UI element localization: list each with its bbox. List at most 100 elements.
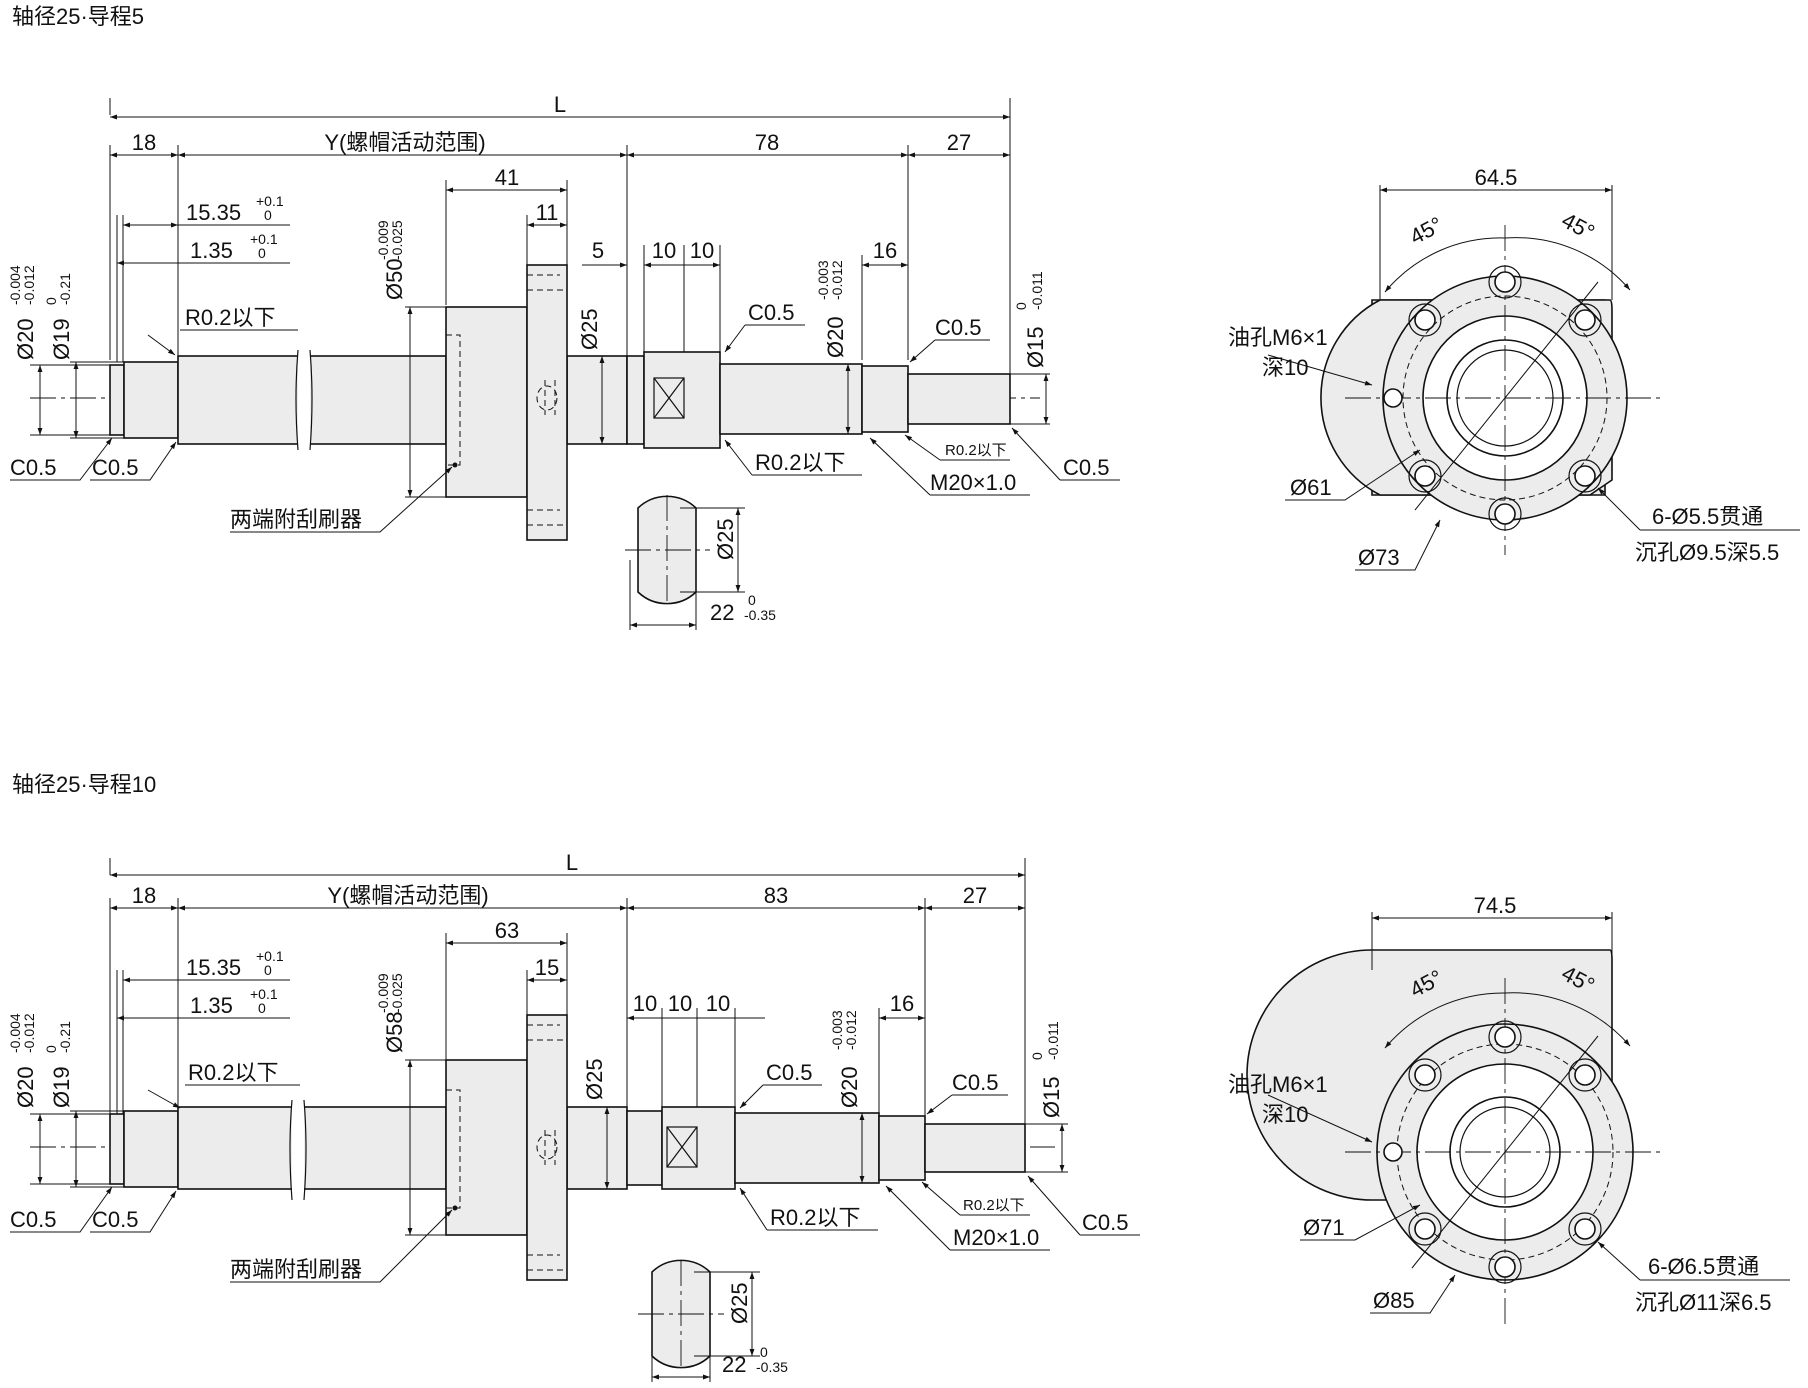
c05-left-2: C0.5 — [92, 1207, 138, 1232]
dim-nut-diameter: Ø50 -0.009 -0.025 — [375, 220, 446, 498]
ball-nut — [445, 1014, 568, 1281]
dim-10b: 10 — [706, 991, 730, 1016]
angle-left: 45° — [1406, 212, 1447, 250]
phi15-tol-up: 0 — [1013, 302, 1029, 310]
dim-78: 78 — [755, 130, 779, 155]
oil-hole: 油孔M6×1 — [1228, 1072, 1328, 1097]
c05-right: C0.5 — [1082, 1210, 1128, 1235]
dim-15-35: 15.35 — [186, 955, 241, 980]
phi-nut: Ø58 — [382, 1011, 407, 1053]
flange-width-dim: 74.5 — [1474, 893, 1517, 918]
section-22: 22 — [722, 1352, 746, 1377]
dim-l-label: L — [554, 92, 566, 117]
wiper-note: 两端附刮刷器 — [230, 1257, 362, 1282]
phi20-left: Ø20 — [13, 318, 38, 360]
cbore-note: 沉孔Ø11深6.5 — [1635, 1290, 1772, 1315]
dim-phi20-right: Ø20 -0.003 -0.012 — [829, 1010, 865, 1183]
section-lead-10: 轴径25·导程10 L 18 Y(螺帽活动范围) 83 27 63 15 15.… — [7, 772, 1790, 1382]
phi19-tol-low: -0.21 — [57, 273, 73, 305]
phi15-tol-low: -0.011 — [1029, 271, 1045, 310]
dim-nut: 63 15 — [445, 918, 568, 1060]
phi19-tol-up: 0 — [43, 297, 59, 305]
ball-screw-shaft — [30, 1099, 1055, 1201]
c05-right: C0.5 — [1063, 455, 1109, 480]
dim-83: 83 — [764, 883, 788, 908]
dim-10b: 10 — [690, 238, 714, 263]
phi-nut-tol-low: -0.025 — [389, 220, 405, 260]
phi-nut-tol-up: -0.009 — [375, 973, 391, 1013]
c05-right-top: C0.5 — [952, 1070, 998, 1095]
phi-nut-tol-up: -0.009 — [375, 220, 391, 260]
dim-18: 18 — [132, 130, 156, 155]
leaders: R0.2以下 C0.5 C0.5 两端附刮刷器 C0.5 C0.5 R0.2以下… — [10, 1060, 1140, 1283]
c05-left-2: C0.5 — [92, 455, 138, 480]
phi20-tol-up: -0.004 — [7, 265, 23, 305]
dim-nut-diameter: Ø58 -0.009 -0.025 — [375, 973, 446, 1236]
dim-diameters-left: Ø20 -0.004 -0.012 Ø19 0 -0.21 — [7, 265, 124, 439]
dim-16: 16 — [873, 238, 897, 263]
oil-depth: 深10 — [1262, 1102, 1308, 1127]
holes-note: 6-Ø5.5贯通 — [1652, 504, 1763, 529]
dim-1-35: 1.35 — [190, 238, 233, 263]
flange-end-view: 74.5 45° 45° 油孔M6×1 深10 Ø71 Ø85 6-Ø6.5贯通… — [1228, 893, 1790, 1325]
dim-phi15: Ø15 0 -0.011 — [1025, 1021, 1068, 1173]
phi19-tol-up: 0 — [43, 1045, 59, 1053]
phi20-right: Ø20 — [837, 1066, 862, 1108]
wiper-note: 两端附刮刷器 — [230, 507, 362, 532]
dim-l-label: L — [566, 850, 578, 875]
thread-note: M20×1.0 — [953, 1225, 1039, 1250]
c05-mid: C0.5 — [748, 300, 794, 325]
tol-up: +0.1 — [256, 948, 284, 964]
dim-y-range: Y(螺帽活动范围) — [327, 883, 488, 908]
dim-1-35: 1.35 — [190, 993, 233, 1018]
section-22-tol-up: 0 — [760, 1344, 768, 1360]
ball-screw-shaft — [30, 349, 1040, 451]
dim-10a: 10 — [652, 238, 676, 263]
phi15-tol-up: 0 — [1029, 1052, 1045, 1060]
r02-mid: R0.2以下 — [755, 450, 845, 475]
dim-right-small: 5 10 10 16 — [582, 238, 908, 375]
dim-diameters-left: Ø20 -0.004 -0.012 Ø19 0 -0.21 — [7, 1013, 124, 1188]
phi20-right-tol-up: -0.003 — [829, 1010, 845, 1050]
od-dim: Ø85 — [1373, 1288, 1415, 1313]
dim-nut: 41 11 — [445, 165, 568, 305]
tol-low: 0 — [264, 207, 272, 223]
section-view: Ø25 22 0 -0.35 — [625, 495, 776, 630]
dim-right-small: 10 10 10 16 — [626, 991, 925, 1135]
tol-low: 0 — [258, 1000, 266, 1016]
dim-27: 27 — [947, 130, 971, 155]
angle-right: 45° — [1558, 207, 1599, 245]
cbore-note: 沉孔Ø9.5深5.5 — [1635, 540, 1779, 565]
section-22-tol-low: -0.35 — [744, 607, 776, 623]
r02-left: R0.2以下 — [188, 1060, 278, 1085]
holes-note: 6-Ø6.5贯通 — [1648, 1254, 1759, 1279]
dim-y-range: Y(螺帽活动范围) — [324, 130, 485, 155]
dim-small-left: 15.35 +0.1 0 1.35 +0.1 0 — [116, 948, 290, 1122]
dim-flange-width: 15 — [535, 955, 559, 980]
flange-end-view: 64.5 45° 45° 油孔M6×1 深10 Ø61 Ø73 6-Ø5.5贯通… — [1228, 165, 1800, 571]
section-22-tol-up: 0 — [748, 592, 756, 608]
oil-hole: 油孔M6×1 — [1228, 325, 1328, 350]
dim-phi20-right: Ø20 -0.003 -0.012 — [815, 260, 851, 434]
section-22-tol-low: -0.35 — [756, 1359, 788, 1375]
phi20-left: Ø20 — [13, 1066, 38, 1108]
dim-27: 27 — [963, 883, 987, 908]
pcd-dim: Ø71 — [1303, 1215, 1345, 1240]
pcd-dim: Ø61 — [1290, 475, 1332, 500]
phi20-right-tol-low: -0.012 — [829, 260, 845, 300]
dim-10-first: 10 — [633, 991, 657, 1016]
dim-overall-length: L — [109, 850, 1026, 1140]
section-view: Ø25 22 0 -0.35 — [638, 1259, 788, 1382]
od-dim: Ø73 — [1358, 545, 1400, 570]
dim-row-2: 18 Y(螺帽活动范围) 78 27 — [109, 130, 1010, 360]
dim-small-left: 15.35 +0.1 0 1.35 +0.1 0 — [116, 193, 290, 362]
phi25: Ø25 — [582, 1058, 607, 1100]
phi20-right: Ø20 — [823, 316, 848, 358]
dim-10a: 10 — [668, 991, 692, 1016]
section-title: 轴径25·导程5 — [12, 4, 144, 29]
phi19: Ø19 — [49, 1066, 74, 1108]
oil-depth: 深10 — [1262, 355, 1308, 380]
dim-flange-width: 11 — [536, 200, 559, 225]
